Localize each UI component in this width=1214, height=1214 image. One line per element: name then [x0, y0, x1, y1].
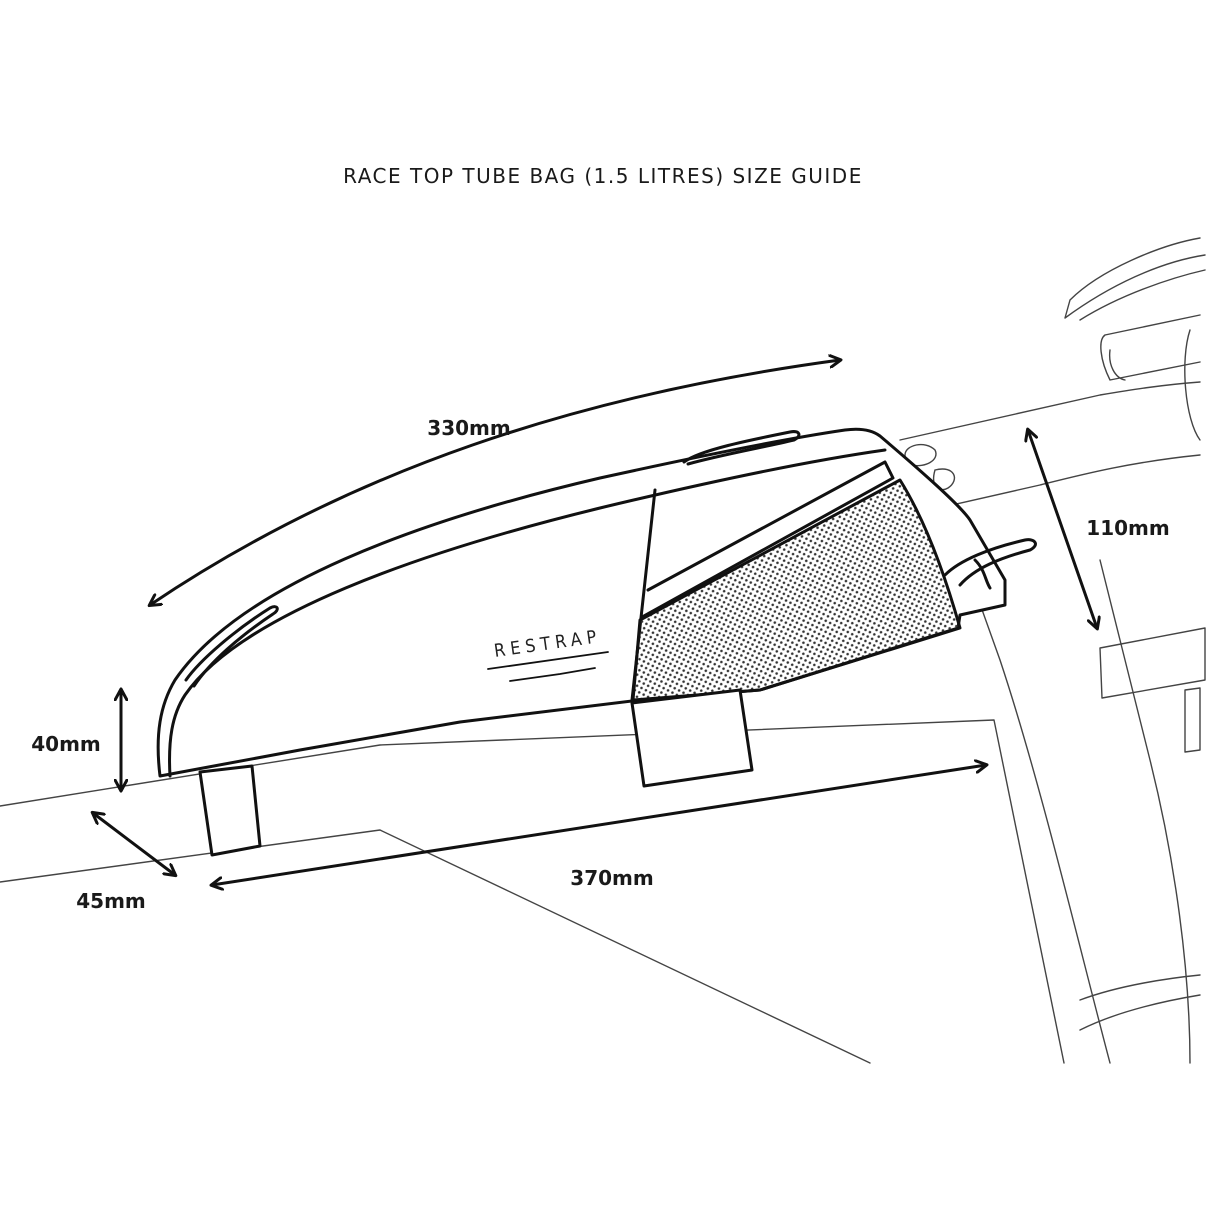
head-tube	[949, 519, 1191, 1064]
page-title: RACE TOP TUBE BAG (1.5 LITRES) SIZE GUID…	[343, 164, 863, 188]
arrow-110mm	[1028, 430, 1097, 628]
dimension-arrows	[93, 360, 1097, 885]
label-height-rear: 40mm	[31, 732, 101, 756]
stem-clamp	[1100, 314, 1201, 441]
fork-crown	[1079, 974, 1201, 1031]
handlebar-top	[1064, 237, 1206, 321]
brand-underline	[487, 651, 609, 682]
zip-puller-rear	[184, 605, 279, 688]
label-width: 45mm	[76, 889, 146, 913]
label-top-length: 330mm	[427, 416, 510, 440]
race-top-tube-bag: RESTRAP	[156, 427, 1037, 857]
arrow-45mm	[93, 813, 175, 875]
arrow-330mm	[150, 360, 840, 605]
arrow-370mm	[212, 765, 986, 885]
label-height-front: 110mm	[1086, 516, 1169, 540]
velcro-strap-rear	[198, 764, 262, 857]
label-base-length: 370mm	[570, 866, 653, 890]
spacer-lower	[1099, 627, 1206, 753]
velcro-strap-front	[630, 688, 754, 788]
